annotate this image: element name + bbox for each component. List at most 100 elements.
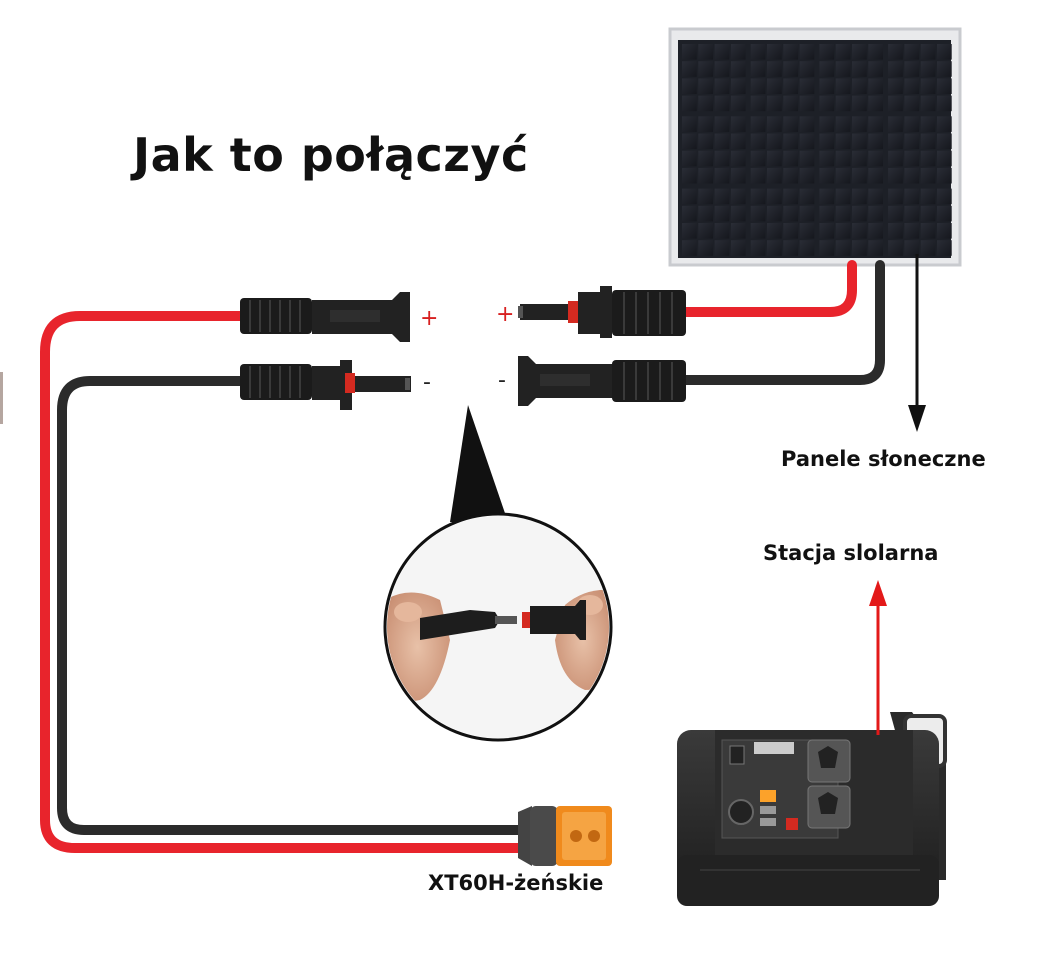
panel-cell: [730, 223, 746, 239]
panel-cell: [750, 44, 766, 60]
panel-cell: [767, 61, 782, 77]
panel-cell: [714, 223, 730, 239]
panel-cell: [852, 167, 867, 184]
panel-cell: [937, 150, 952, 167]
panel-cell: [799, 133, 815, 150]
panel-cell: [750, 240, 766, 256]
panel-cell: [937, 240, 952, 256]
panel-cell: [835, 150, 851, 167]
panel-cell: [819, 167, 835, 184]
panel-cell: [904, 223, 920, 239]
panel-cell: [730, 61, 746, 77]
panel-cell: [868, 240, 883, 256]
panel-cell: [888, 133, 903, 150]
panel-cell: [852, 188, 867, 205]
panel-cell: [783, 150, 798, 167]
panel-cell: [819, 61, 835, 77]
panel-cell: [937, 133, 952, 150]
xt60-label: XT60H-żeńskie: [428, 871, 604, 895]
panel-cell: [767, 205, 782, 222]
panel-cell: [920, 116, 936, 132]
panel-cell: [682, 133, 697, 150]
panel-cell: [888, 240, 903, 256]
zoom-callout-pointer: [450, 405, 508, 522]
panel-cell: [835, 116, 851, 132]
panel-cell: [783, 95, 798, 112]
panel-cell: [835, 44, 851, 60]
panel-cell: [750, 95, 766, 112]
panel-cell: [750, 205, 766, 222]
panel-cell: [714, 133, 730, 150]
panel-cell: [730, 95, 746, 112]
panel-cell: [888, 167, 903, 184]
power-station-icon: [677, 712, 947, 906]
panel-cell: [852, 95, 867, 112]
panel-cell: [868, 205, 883, 222]
panel-cell: [714, 205, 730, 222]
panel-cell: [750, 223, 766, 239]
panel-cell: [767, 223, 782, 239]
panel-cell: [868, 167, 883, 184]
panel-cell: [799, 205, 815, 222]
panel-cell: [888, 188, 903, 205]
panel-cell: [714, 150, 730, 167]
panel-cell: [835, 188, 851, 205]
panel-cell: [868, 188, 883, 205]
panel-cell: [888, 205, 903, 222]
panel-cell: [868, 44, 883, 60]
panel-cell: [835, 133, 851, 150]
panel-cell: [682, 150, 697, 167]
panel-cell: [920, 78, 936, 94]
panel-cell: [852, 133, 867, 150]
panel-cell: [799, 78, 815, 94]
panel-cell: [714, 61, 730, 77]
panel-cell: [783, 44, 798, 60]
edge-marker: [0, 372, 3, 424]
panel-cell: [730, 240, 746, 256]
panel-cell: [904, 95, 920, 112]
panel-cell: [819, 150, 835, 167]
panel-cell: [852, 44, 867, 60]
solar-panel-icon: [668, 27, 962, 385]
xt60-connector: [518, 806, 612, 866]
panel-cell: [730, 188, 746, 205]
panel-cell: [920, 133, 936, 150]
panel-cell: [835, 95, 851, 112]
panel-cell: [750, 133, 766, 150]
right-mc4-negative: [518, 356, 686, 406]
panel-cell: [682, 167, 697, 184]
panel-cell: [799, 44, 815, 60]
panel-cell: [799, 188, 815, 205]
panel-cell: [714, 167, 730, 184]
panel-cell: [682, 78, 697, 94]
panel-cell: [920, 95, 936, 112]
panel-cell: [888, 44, 903, 60]
panel-cell: [937, 61, 952, 77]
panel-cell: [750, 116, 766, 132]
panel-cell: [799, 95, 815, 112]
panel-cell: [888, 223, 903, 239]
solar-panels-label: Panele słoneczne: [781, 447, 986, 471]
panel-cell: [682, 205, 697, 222]
panel-cell: [730, 150, 746, 167]
panel-cell: [682, 116, 697, 132]
panel-cell: [920, 167, 936, 184]
plus-sign-left: +: [420, 306, 439, 331]
panel-cell: [852, 240, 867, 256]
panel-cell: [767, 95, 782, 112]
minus-sign-right: -: [498, 368, 506, 393]
panel-cell: [698, 78, 713, 94]
panel-pointer-arrow: [908, 254, 926, 432]
panel-cell: [783, 116, 798, 132]
panel-cell: [682, 240, 697, 256]
panel-cell: [852, 150, 867, 167]
main-cable-loop: [40, 311, 522, 853]
panel-cell: [868, 61, 883, 77]
left-mc4-positive: [240, 292, 410, 342]
panel-cell: [767, 167, 782, 184]
panel-cell: [750, 78, 766, 94]
panel-cell: [698, 240, 713, 256]
right-mc4-positive: [518, 286, 686, 338]
